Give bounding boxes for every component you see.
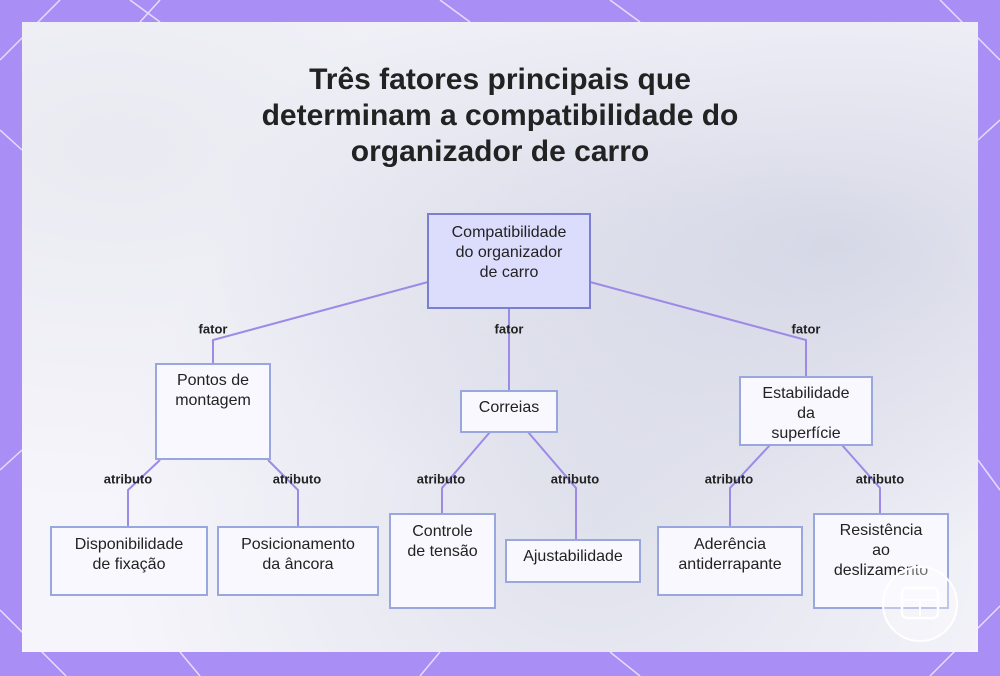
watermark-logo-icon <box>882 566 958 642</box>
edge-label-atributo: atributo <box>550 471 600 487</box>
edge-root-pontos <box>212 281 429 364</box>
node-text: de tensão <box>407 543 478 560</box>
edge-root-estabilidade <box>589 281 807 377</box>
node-text: Compatibilidade <box>451 224 567 241</box>
node-disponibilidade-de-fixacao: Disponibilidade de fixação <box>50 526 208 596</box>
node-text: Controle <box>412 523 473 540</box>
node-text: Ajustabilidade <box>523 548 623 565</box>
node-correias: Correias <box>460 390 558 433</box>
node-text: ao <box>872 542 890 559</box>
node-text: Correias <box>478 399 540 416</box>
title-line: determinam a compatibilidade do <box>261 99 739 132</box>
node-text: de carro <box>479 264 539 281</box>
edge-label-atributo: atributo <box>103 471 153 487</box>
edge-label-fator: fator <box>791 321 821 337</box>
node-text: Aderência <box>693 536 767 553</box>
node-text: Resistência <box>839 522 923 539</box>
node-text: Posicionamento <box>241 536 355 553</box>
node-ajustabilidade: Ajustabilidade <box>505 539 641 583</box>
node-text: superfície <box>771 425 841 442</box>
edge-estabilidade-aderencia <box>729 444 771 527</box>
node-text: Disponibilidade <box>74 536 184 553</box>
node-estabilidade-da-superficie: Estabilidade da superfície <box>739 376 873 446</box>
edge-label-fator: fator <box>494 321 524 337</box>
edge-label-fator: fator <box>198 321 228 337</box>
node-text: Pontos de <box>176 372 250 389</box>
edge-correias-ajustabilidade <box>527 431 577 540</box>
node-root: Compatibilidade do organizador de carro <box>427 213 591 309</box>
edge-pontos-posicionamento <box>267 459 299 527</box>
node-text: antiderrapante <box>678 556 782 573</box>
edge-label-atributo: atributo <box>855 471 905 487</box>
edge-estabilidade-resistencia <box>841 444 881 514</box>
node-text: de fixação <box>92 556 166 573</box>
title-line: Três fatores principais que <box>309 63 691 96</box>
node-controle-de-tensao: Controle de tensão <box>389 513 496 609</box>
node-text: da <box>797 405 815 422</box>
edge-pontos-disponibilidade <box>127 459 161 527</box>
edge-label-atributo: atributo <box>704 471 754 487</box>
node-posicionamento-da-ancora: Posicionamento da âncora <box>217 526 379 596</box>
node-text: montagem <box>175 392 251 409</box>
node-aderencia-antiderrapante: Aderência antiderrapante <box>657 526 803 596</box>
node-text: do organizador <box>455 244 563 261</box>
edge-correias-controle <box>441 431 491 514</box>
node-resistencia-ao-deslizamento: Resistência ao deslizamento <box>813 513 949 609</box>
title-line: organizador de carro <box>350 135 650 168</box>
diagram-title: Três fatores principais que determinam a… <box>0 62 1000 170</box>
edge-label-atributo: atributo <box>416 471 466 487</box>
node-pontos-de-montagem: Pontos de montagem <box>155 363 271 460</box>
edge-label-atributo: atributo <box>272 471 322 487</box>
node-text: deslizamento <box>833 562 929 579</box>
node-text: Estabilidade <box>762 385 850 402</box>
node-text: da âncora <box>262 556 334 573</box>
